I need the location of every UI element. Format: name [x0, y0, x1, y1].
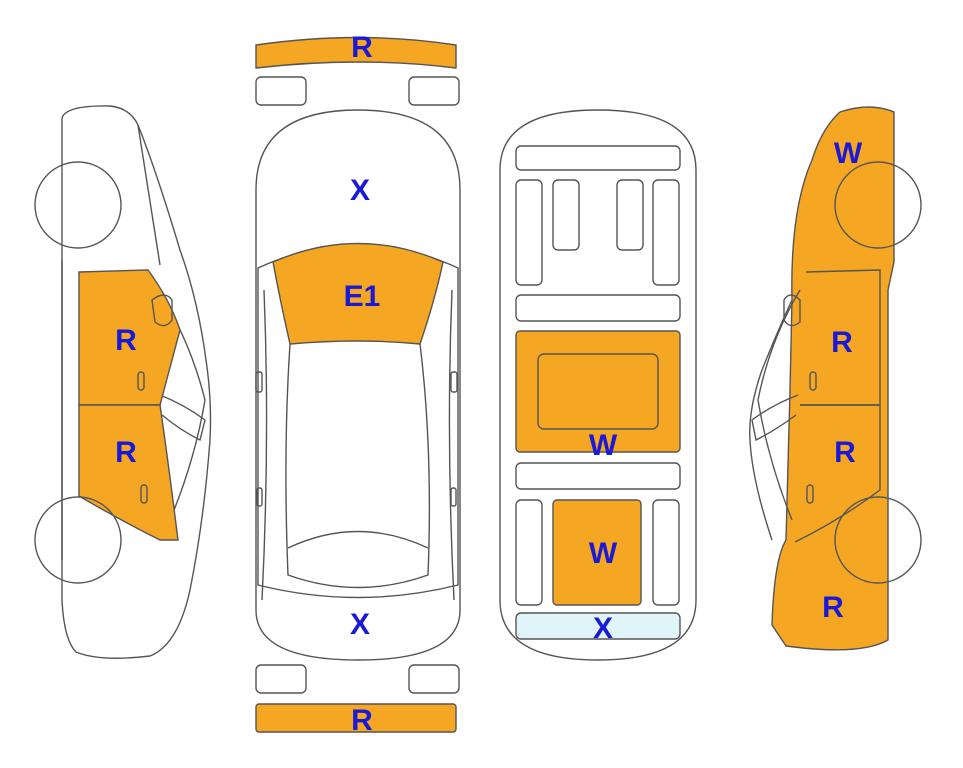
top-left-a-pillar	[261, 289, 268, 601]
top-left-mirror	[255, 371, 263, 393]
left-front-door-handle	[137, 371, 145, 391]
top-roof-outline	[285, 343, 431, 589]
left-side-roof-line	[137, 124, 161, 266]
underbody-rear-floor-bar	[515, 462, 681, 490]
underbody-outline	[499, 109, 697, 661]
top-right-door-handle	[450, 487, 457, 507]
underbody-center-panel	[515, 330, 681, 453]
front-bumper-panel	[255, 36, 457, 69]
underbody-left-inner-mount	[552, 179, 580, 251]
right-rear-wheel	[834, 496, 922, 584]
right-quarter-panel-label: R	[822, 591, 844, 624]
top-left-door-handle	[256, 487, 263, 507]
underbody-center-label: W	[589, 429, 618, 462]
underbody-view: W W X	[499, 109, 697, 661]
rear-window-label: X	[350, 608, 370, 641]
underbody-rear-label: W	[589, 537, 618, 570]
front-left-headlight	[255, 76, 307, 106]
rear-right-taillight	[408, 664, 460, 694]
underbody-rear-strip-label: X	[593, 612, 613, 645]
rear-bumper-label: R	[351, 704, 373, 737]
right-front-wheel	[834, 161, 922, 249]
underbody-rear-strip	[515, 612, 681, 640]
underbody-front-floor-bar	[515, 294, 681, 322]
right-front-door-label: R	[831, 326, 853, 359]
right-side-window	[757, 289, 801, 521]
left-rear-door-handle	[140, 484, 148, 504]
underbody-right-inner-mount	[616, 179, 644, 251]
left-rear-door-panel	[78, 404, 179, 541]
rear-bumper-panel	[255, 703, 457, 733]
underbody-right-front-rail	[652, 179, 680, 286]
hood-label: E1	[344, 280, 381, 313]
top-body-outline	[255, 109, 461, 661]
top-view: R X E1 X R	[255, 31, 461, 737]
top-right-a-pillar	[448, 289, 455, 601]
left-front-door-panel	[78, 269, 181, 406]
underbody-left-front-rail	[515, 179, 543, 286]
right-side-view: W R R R	[749, 106, 922, 651]
left-side-mirror-line	[159, 394, 206, 442]
right-rear-door-split	[794, 404, 881, 543]
underbody-right-rear-rail	[652, 499, 680, 606]
right-rear-door-handle	[806, 484, 814, 504]
underbody-center-cutout	[537, 353, 659, 430]
right-side-rear-outline	[749, 299, 793, 541]
left-side-mirror	[151, 294, 173, 327]
rear-left-taillight	[255, 664, 307, 694]
left-front-wheel	[34, 161, 122, 249]
underbody-left-rear-rail	[515, 499, 543, 606]
right-side-mirror	[783, 294, 801, 327]
underbody-front-crossmember	[515, 145, 681, 171]
left-rear-wheel	[34, 496, 122, 584]
underbody-rear-panel	[552, 499, 642, 606]
left-rear-door-label: R	[115, 436, 137, 469]
front-bumper-label: R	[351, 31, 373, 64]
hood-panel	[272, 242, 444, 345]
right-side-body-panel	[771, 106, 895, 651]
windshield-label: X	[350, 174, 370, 207]
top-rear-glass-line	[287, 530, 429, 549]
right-side-mirror-line	[751, 394, 799, 442]
front-right-headlight	[408, 76, 460, 106]
left-side-view: R R	[34, 105, 212, 659]
top-right-mirror	[450, 371, 458, 393]
left-side-body-outline	[61, 105, 212, 659]
right-front-fender-label: W	[834, 137, 863, 170]
right-front-door-handle	[809, 371, 817, 391]
left-front-door-label: R	[115, 324, 137, 357]
right-rear-door-label: R	[834, 436, 856, 469]
